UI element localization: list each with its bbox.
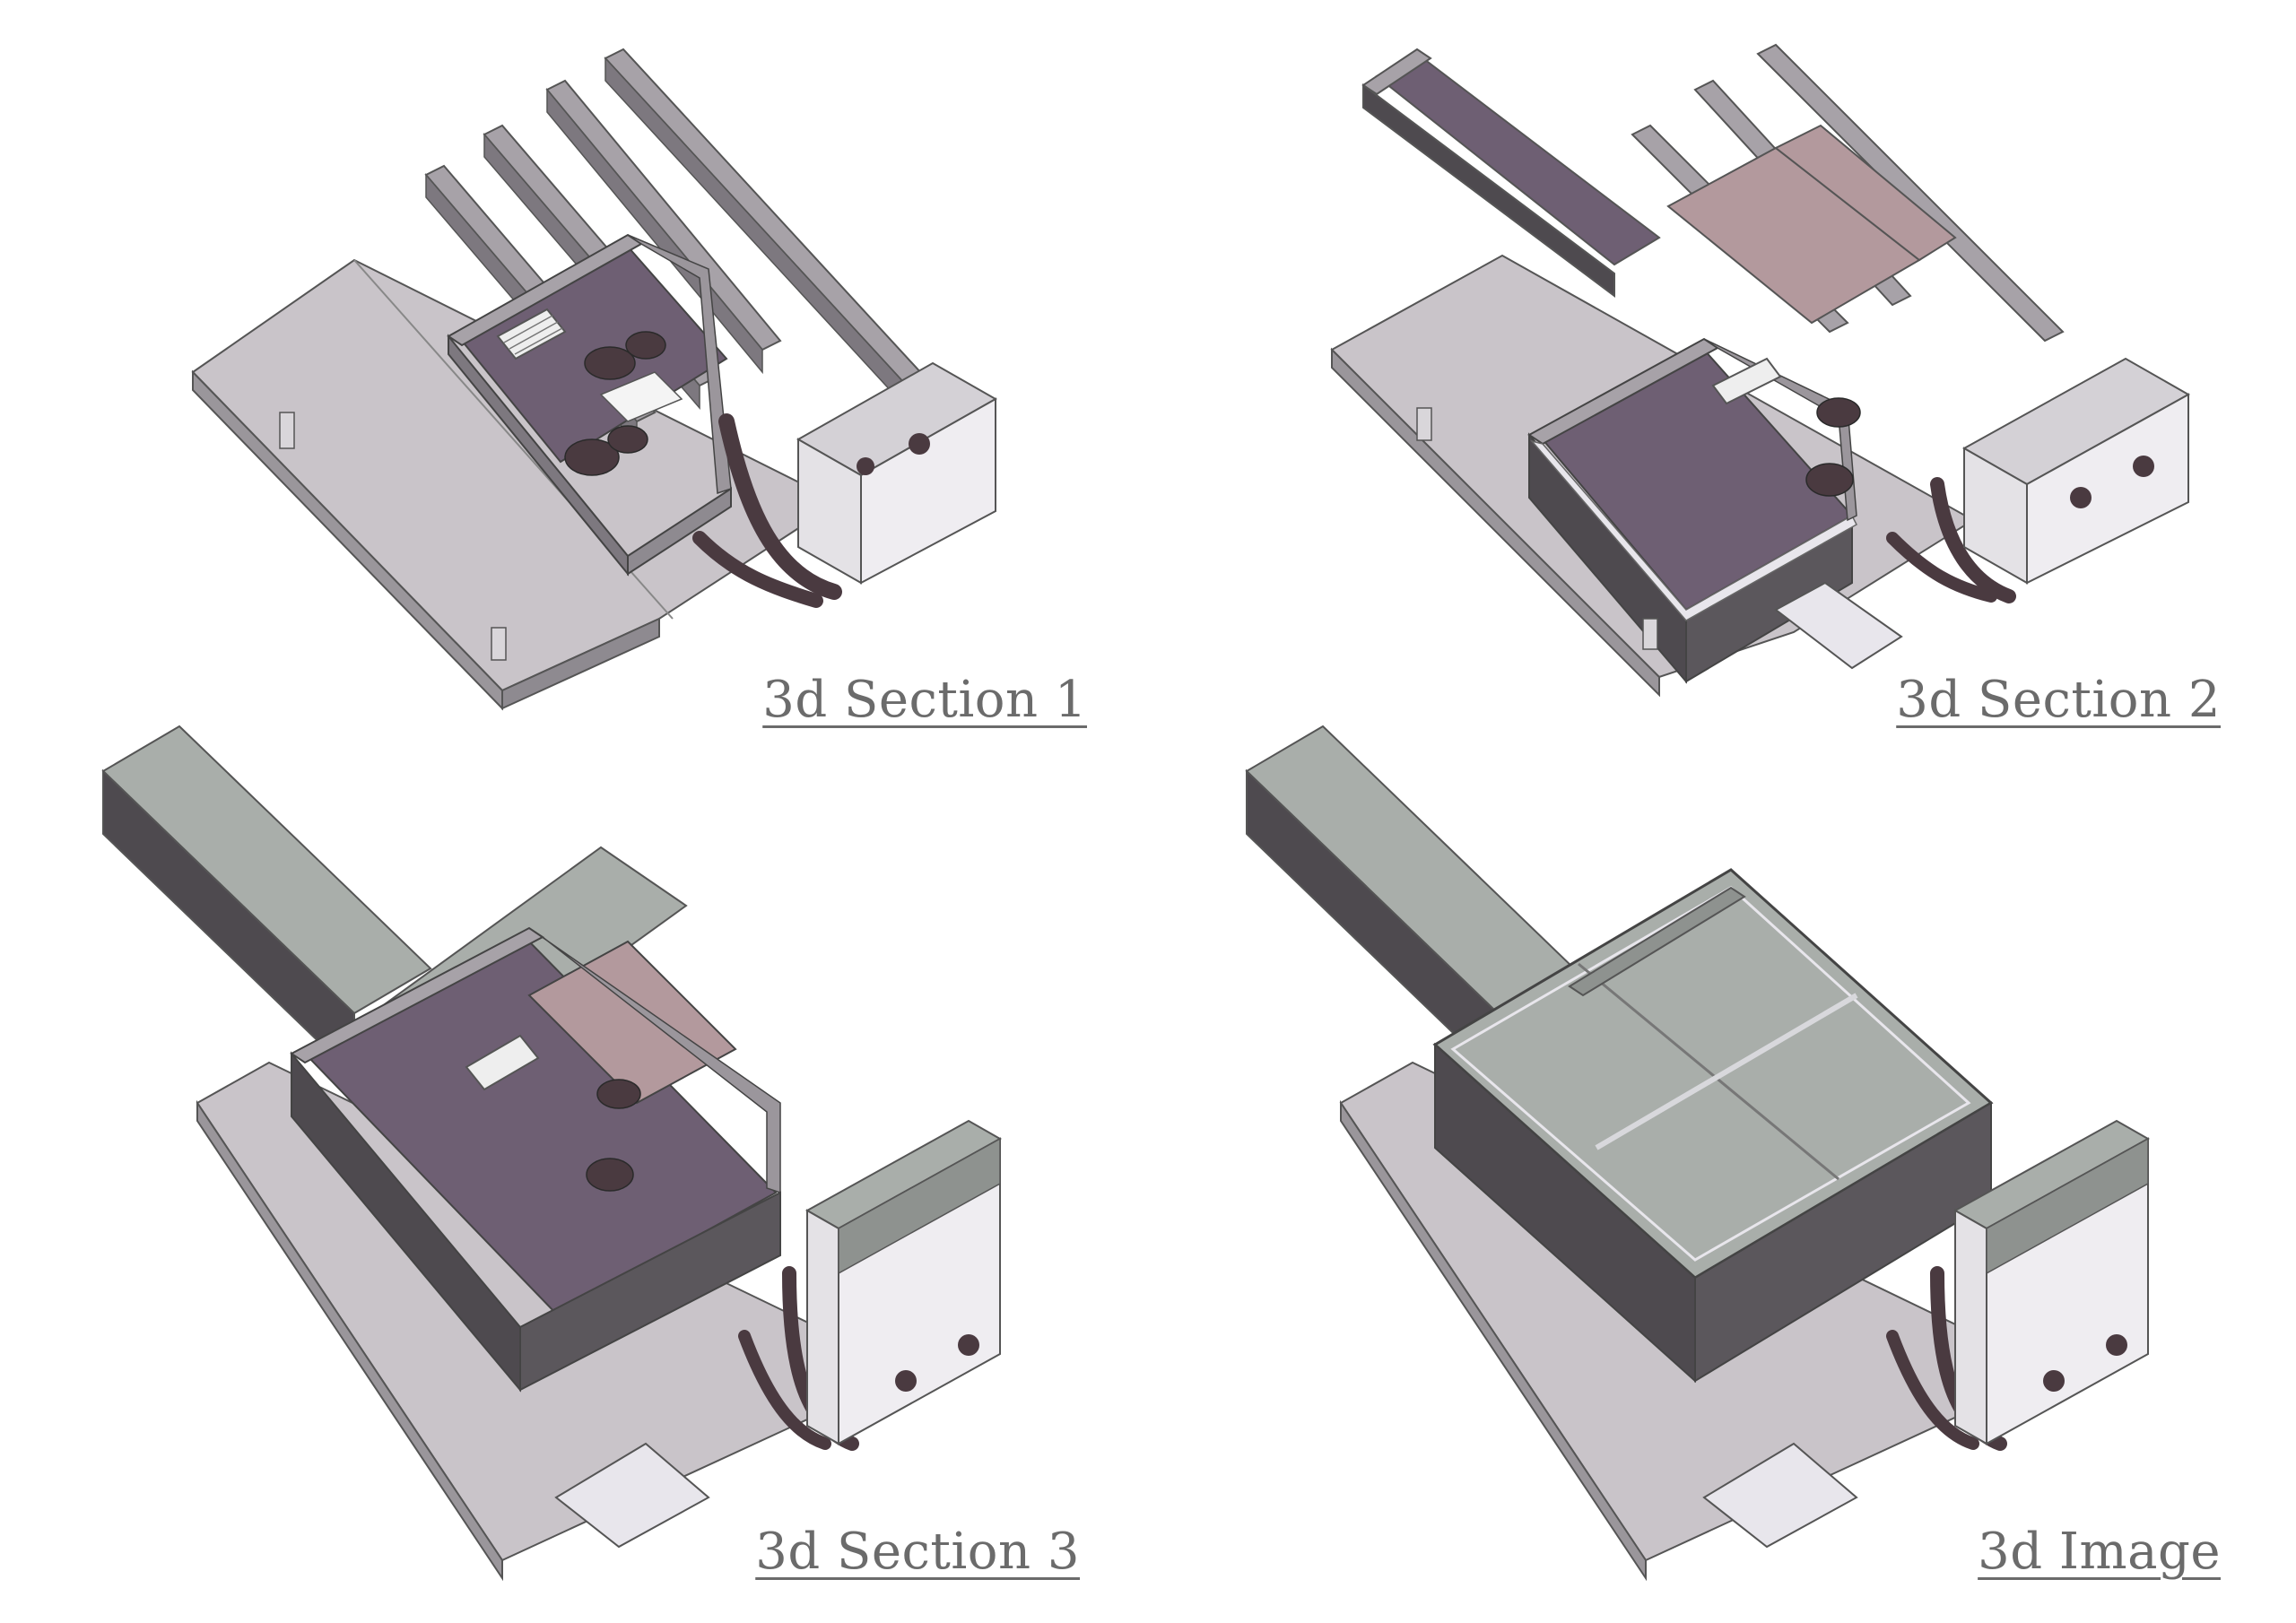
roof-ridge (1568, 886, 1746, 997)
caption-3d-image: 3d Image (1978, 1523, 2221, 1581)
corridor-floor (1375, 52, 1661, 266)
pump-house-right (2026, 393, 2189, 585)
3d-image-drawing (1245, 725, 2151, 1582)
section-1-drawing (191, 48, 998, 711)
post (279, 412, 295, 449)
post (491, 627, 507, 661)
caption-section-3: 3d Section 3 (755, 1523, 1080, 1581)
entry-ramp (1774, 581, 1903, 670)
caption-section-2: 3d Section 2 (1896, 671, 2221, 729)
room-wall-right (627, 487, 732, 576)
section-2-drawing (1330, 43, 2191, 698)
base-slab-side (1331, 347, 1660, 698)
section-3-drawing (101, 725, 1003, 1582)
pump-house-right (860, 397, 996, 585)
panel-3d-section-2: 3d Section 2 (1148, 0, 2296, 729)
caption-section-1: 3d Section 1 (762, 671, 1087, 729)
entry-ramp (554, 1442, 710, 1549)
pump-equipment (564, 331, 666, 476)
entry-ramp (1702, 1442, 1858, 1549)
panel-3d-section-3: 3d Section 3 (0, 725, 1148, 1623)
pink-floor (527, 940, 737, 1105)
discharge-pipe (718, 413, 842, 600)
panel-3d-image: 3d Image (1148, 725, 2296, 1623)
panel-3d-section-1: 3d Section 1 (0, 0, 1148, 729)
base-slab-front (501, 617, 660, 710)
